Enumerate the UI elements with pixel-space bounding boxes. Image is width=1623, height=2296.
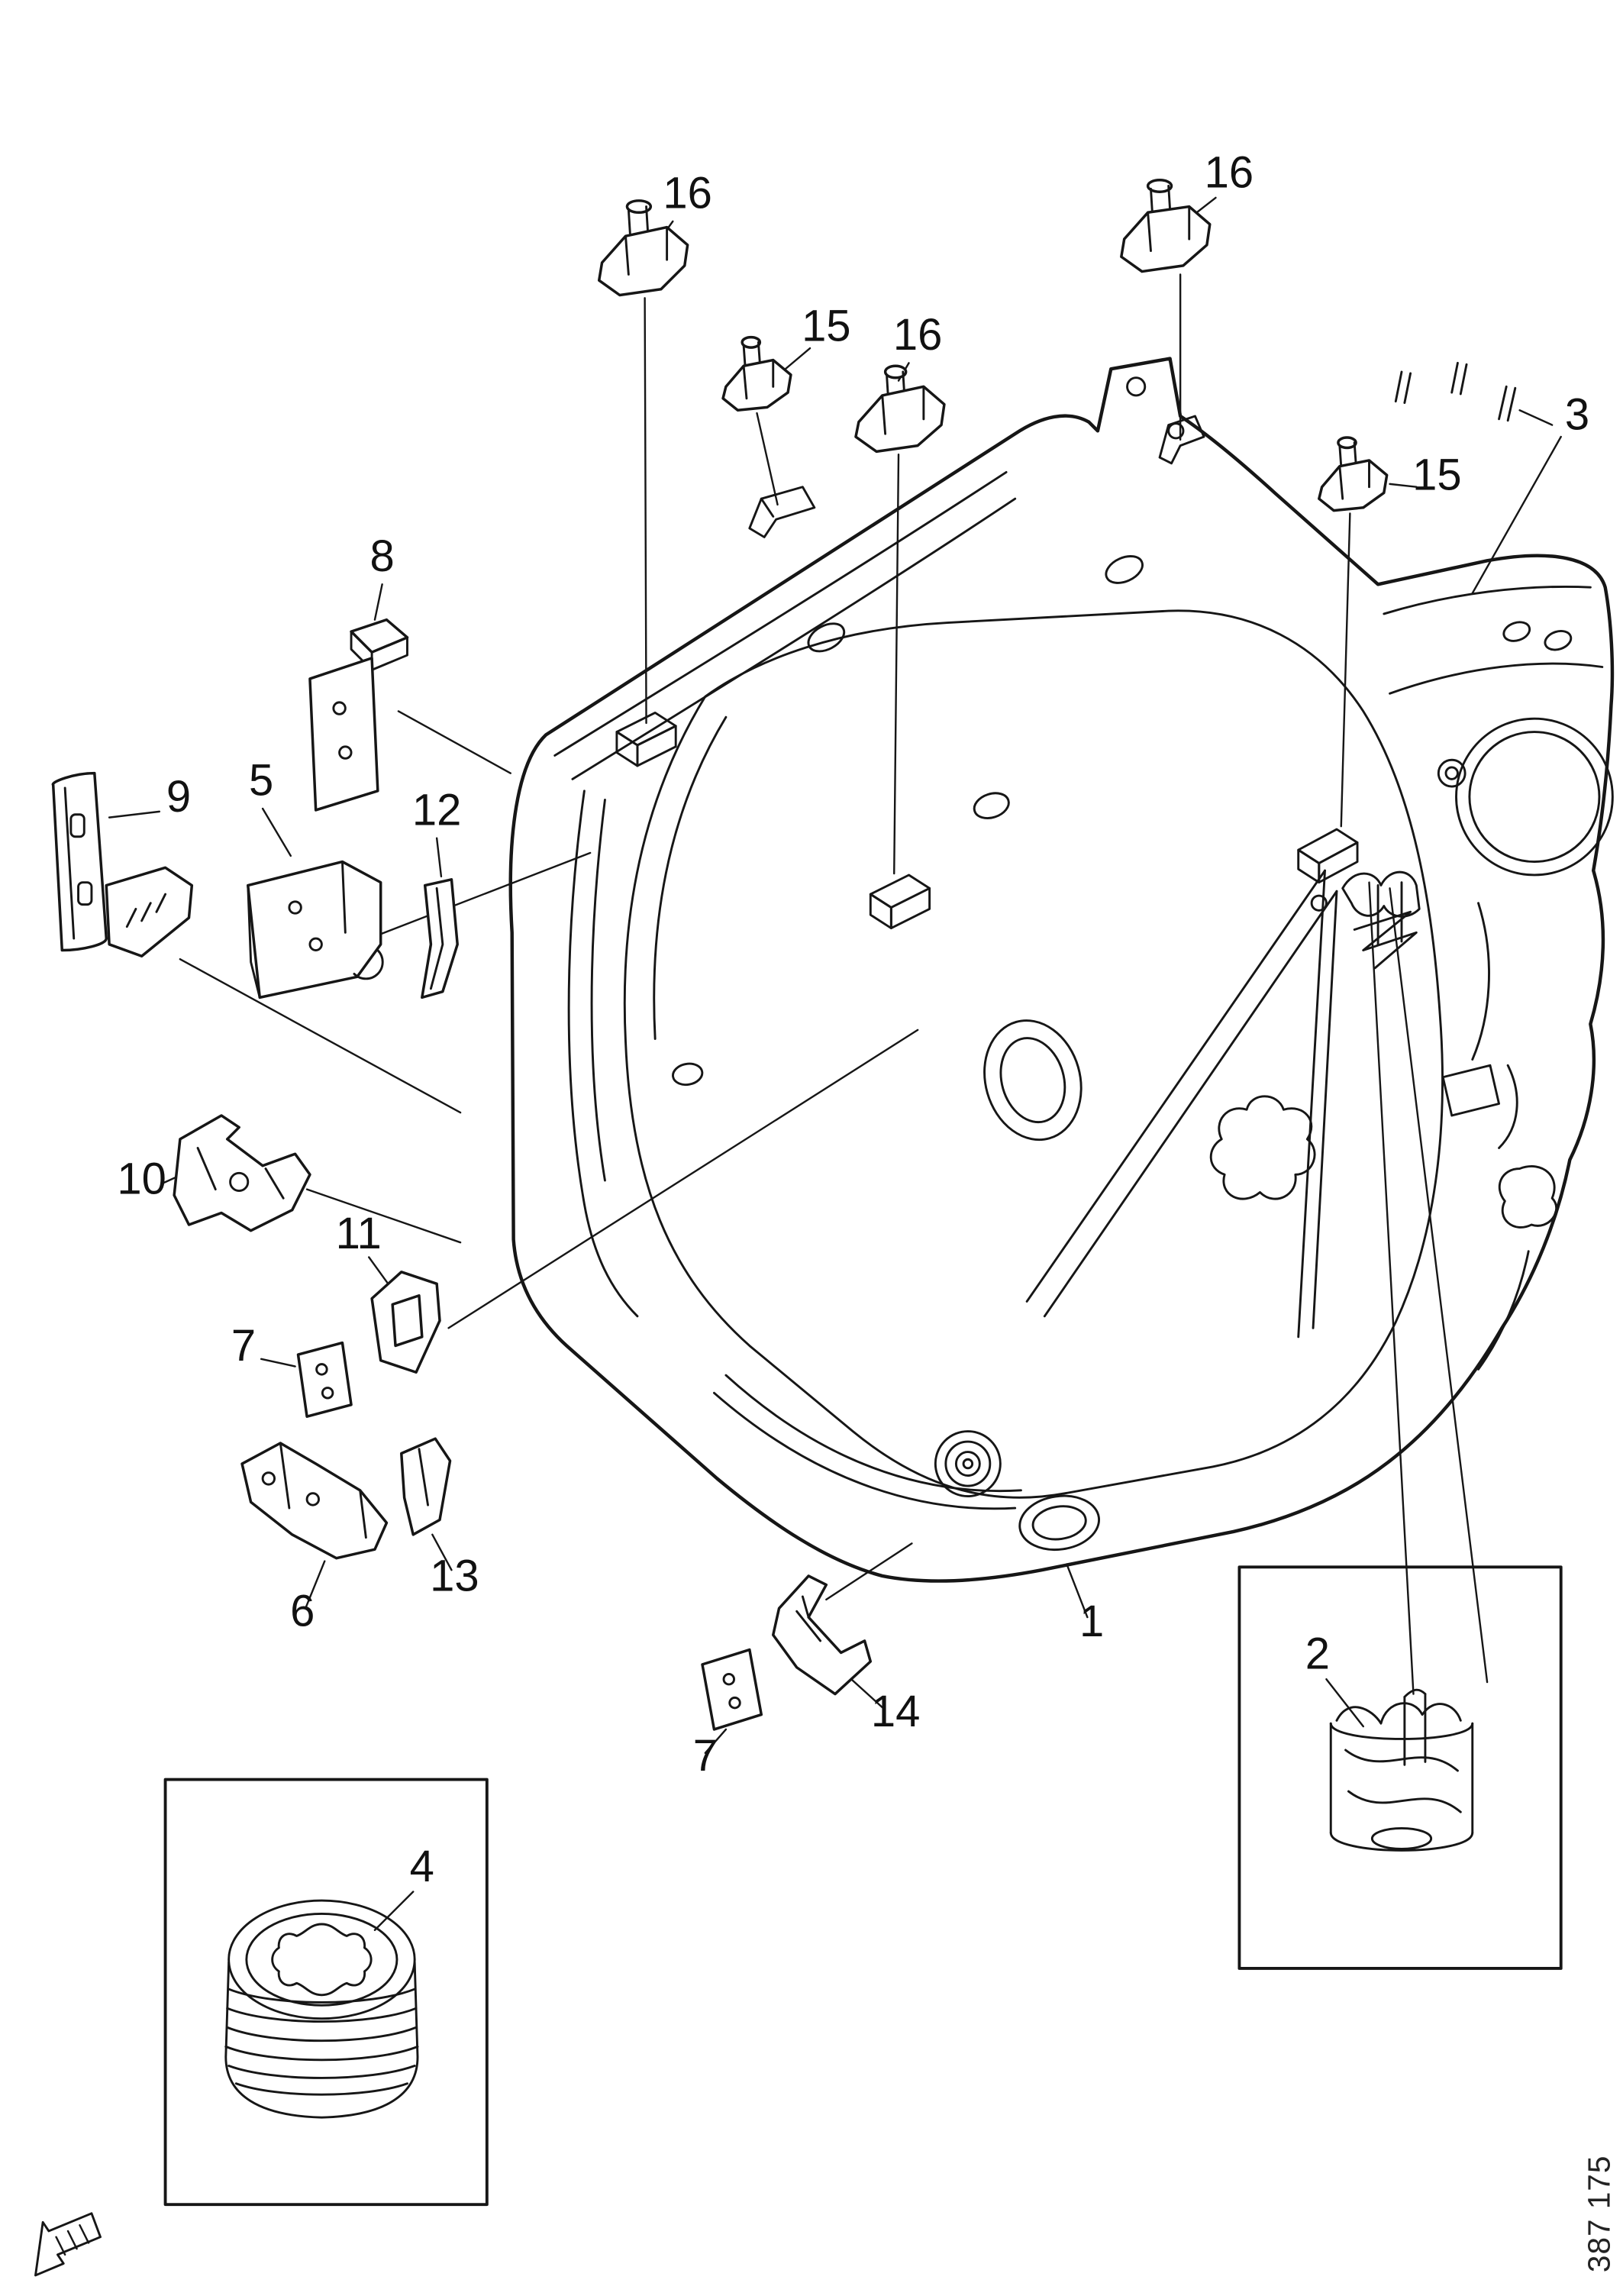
tank-assembly [508, 357, 1615, 1583]
callout-label-11: 11 [336, 1209, 382, 1258]
callout-label-4: 4 [410, 1842, 434, 1891]
tank-mount-bracket-e [1297, 828, 1359, 884]
part-7-plate-b [701, 1648, 763, 1731]
loose-parts [51, 179, 1517, 1731]
tank-clip-seat [1341, 870, 1421, 970]
tank-mount-bracket-a [615, 711, 677, 767]
inset-boxes [163, 1565, 1563, 2207]
part-9-plate [51, 771, 194, 958]
tank-outline [508, 357, 1615, 1583]
callout-label-15: 15 [802, 302, 850, 350]
callout-label-12: 12 [412, 786, 461, 835]
tank-mount-tab-d [1158, 415, 1205, 465]
part-7-plate-a [296, 1341, 353, 1418]
callout-label-16: 16 [1205, 148, 1254, 197]
callout-label-14: 14 [871, 1687, 920, 1736]
part-12-shim [421, 878, 459, 999]
part-8-bracket [308, 618, 409, 812]
callout-label-7: 7 [231, 1322, 256, 1371]
part-10-bracket [173, 1114, 311, 1232]
tank-drain-cap [934, 1430, 1002, 1498]
part-4-cap [224, 1899, 419, 2119]
part-3-pins [1394, 361, 1517, 422]
part-15-clip-b [1318, 436, 1389, 512]
callout-label-16: 16 [663, 169, 711, 218]
callout-label-2: 2 [1305, 1630, 1330, 1679]
part-16-clip-c [854, 364, 946, 454]
part-14-bracket [772, 1574, 873, 1696]
tank-mount-tab-c [748, 486, 816, 538]
torx-recess [271, 1923, 373, 1997]
callout-label-16: 16 [893, 311, 942, 360]
part-6-bracket [240, 1442, 389, 1560]
inset-box-part-2 [1237, 1565, 1563, 1970]
callout-label-10: 10 [117, 1154, 166, 1203]
orientation-arrow-icon [34, 2212, 102, 2277]
drawing-number: 387 175 [1581, 2156, 1616, 2272]
part-5-bracket [247, 860, 384, 999]
callout-label-7: 7 [693, 1732, 718, 1781]
callout-label-3: 3 [1565, 390, 1589, 439]
part-2-clip [1329, 1688, 1474, 1852]
callout-label-6: 6 [290, 1587, 315, 1636]
callout-label-13: 13 [430, 1552, 479, 1600]
part-16-clip-a [597, 199, 689, 297]
tank-mount-bracket-b [869, 874, 931, 930]
callout-label-8: 8 [370, 532, 395, 581]
callout-label-15: 15 [1412, 451, 1461, 500]
callout-label-5: 5 [249, 757, 273, 806]
callout-label-1: 1 [1079, 1597, 1104, 1646]
callout-label-9: 9 [166, 773, 191, 822]
tank-cutout-cloud [1209, 1095, 1316, 1200]
part-13-wedge [400, 1437, 452, 1536]
tank-flange-ring [1455, 717, 1614, 877]
inset-box-part-4 [163, 1778, 489, 2207]
part-11-clamp [370, 1271, 441, 1374]
part-15-clip-a [721, 335, 792, 412]
part-16-clip-b [1120, 179, 1212, 273]
tank-front-panel [623, 609, 1444, 1499]
